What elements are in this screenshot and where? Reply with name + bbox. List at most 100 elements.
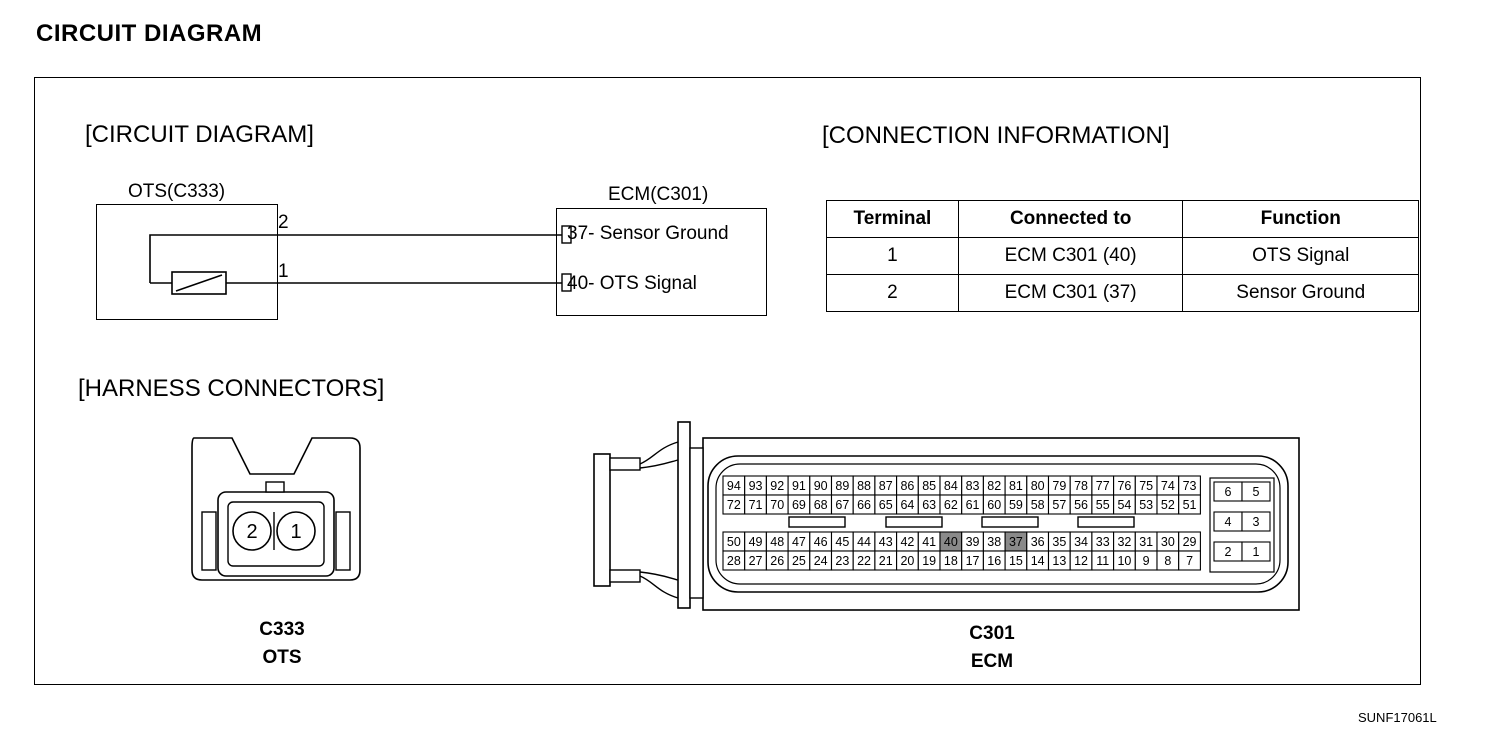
ecm-pin-40-function: - OTS Signal <box>588 273 697 294</box>
ecm-pin-49: 49 <box>749 535 763 549</box>
ecm-pin-91: 91 <box>792 479 806 493</box>
ecm-box <box>556 208 767 316</box>
ots-connector-pin-2: 2 <box>246 521 257 543</box>
ecm-pin-29: 29 <box>1183 535 1197 549</box>
ecm-pin-56: 56 <box>1074 498 1088 512</box>
ecm-side-pin-6: 6 <box>1225 485 1232 499</box>
ecm-pin-76: 76 <box>1117 479 1131 493</box>
ecm-pin-65: 65 <box>879 498 893 512</box>
ecm-pin-59: 59 <box>1009 498 1023 512</box>
table-header-row: Terminal Connected to Function <box>826 200 1419 238</box>
ecm-pin-40-line: 40- OTS Signal <box>567 273 697 295</box>
ecm-pin-58: 58 <box>1031 498 1045 512</box>
ecm-pin-55: 55 <box>1096 498 1110 512</box>
ecm-pin-11: 11 <box>1096 554 1109 568</box>
ots-pin-2-label: 2 <box>278 212 289 233</box>
ecm-connector-housing <box>593 421 1300 611</box>
connection-table: Terminal Connected to Function 1 ECM C30… <box>826 200 1419 312</box>
ecm-pin-35: 35 <box>1052 535 1066 549</box>
ecm-pin-25: 25 <box>792 554 806 568</box>
circuit-wiring <box>149 225 572 295</box>
ecm-pin-83: 83 <box>966 479 980 493</box>
ecm-pin-43: 43 <box>879 535 893 549</box>
ecm-pin-50: 50 <box>727 535 741 549</box>
ecm-pin-51: 51 <box>1183 498 1197 512</box>
ecm-pin-26: 26 <box>770 554 784 568</box>
cell-connected-to: ECM C301 (40) <box>957 237 1184 275</box>
ecm-pin-63: 63 <box>922 498 936 512</box>
ecm-pin-27: 27 <box>749 554 763 568</box>
ecm-pin-15: 15 <box>1009 554 1023 568</box>
ecm-pin-20: 20 <box>900 554 914 568</box>
page-title: CIRCUIT DIAGRAM <box>36 20 263 47</box>
ecm-side-pin-5: 5 <box>1253 485 1260 499</box>
ecm-pin-40-number: 40 <box>567 273 589 294</box>
ecm-pin-68: 68 <box>814 498 828 512</box>
ecm-pin-13: 13 <box>1052 554 1066 568</box>
ecm-pin-77: 77 <box>1096 479 1110 493</box>
ecm-side-block-outline <box>1209 477 1275 573</box>
ecm-pin-69: 69 <box>792 498 806 512</box>
ecm-side-pin-1-box <box>1241 541 1271 562</box>
ecm-pin-78: 78 <box>1074 479 1088 493</box>
diagram-frame <box>34 77 1421 685</box>
ecm-side-pin-4: 4 <box>1225 515 1232 529</box>
ecm-pin-80: 80 <box>1031 479 1045 493</box>
ecm-pin-52: 52 <box>1161 498 1175 512</box>
cell-terminal: 2 <box>826 274 959 312</box>
ecm-side-pin-2: 2 <box>1225 545 1232 559</box>
ots-connector-drawing: 2 1 <box>191 437 361 581</box>
ecm-pin-22: 22 <box>857 554 871 568</box>
ecm-pin-94: 94 <box>727 479 741 493</box>
ecm-pin-34: 34 <box>1074 535 1088 549</box>
ecm-pin-90: 90 <box>814 479 828 493</box>
ots-sensor-box <box>96 204 278 320</box>
ecm-pin-87: 87 <box>879 479 893 493</box>
ecm-connector-id: C301 <box>969 623 1015 644</box>
ecm-pin-61: 61 <box>966 498 980 512</box>
ecm-pin-85: 85 <box>922 479 936 493</box>
ecm-side-pin-3-box <box>1241 511 1271 532</box>
ecm-pin-72: 72 <box>727 498 741 512</box>
ots-connector-pin-1: 1 <box>290 521 301 543</box>
ecm-pin-37-number: 37 <box>567 223 589 244</box>
cell-terminal: 1 <box>826 237 959 275</box>
ecm-pin-36: 36 <box>1031 535 1045 549</box>
ecm-connector-caption: C301 ECM <box>942 620 1042 676</box>
ecm-pin-41: 41 <box>922 535 936 549</box>
cell-function: OTS Signal <box>1182 237 1419 275</box>
table-row: 1 ECM C301 (40) OTS Signal <box>826 237 1419 275</box>
ecm-pin-88: 88 <box>857 479 871 493</box>
ecm-pin-7-box <box>1178 550 1201 571</box>
ecm-pin-37-function: - Sensor Ground <box>588 223 729 244</box>
ecm-pin-84: 84 <box>944 479 958 493</box>
ecm-pin-24: 24 <box>814 554 828 568</box>
ecm-pin-28: 28 <box>727 554 741 568</box>
ecm-side-pin-5-box <box>1241 481 1271 502</box>
ecm-pin-10: 10 <box>1117 554 1131 568</box>
ecm-pin-64: 64 <box>900 498 914 512</box>
ecm-pin-86: 86 <box>900 479 914 493</box>
harness-connectors-heading: [HARNESS CONNECTORS] <box>78 375 385 402</box>
header-function: Function <box>1182 200 1419 238</box>
ecm-pin-71: 71 <box>749 498 763 512</box>
ecm-pin-92: 92 <box>770 479 784 493</box>
ecm-pin-70: 70 <box>770 498 784 512</box>
ots-component-label: OTS(C333) <box>128 181 226 202</box>
ecm-pin-40: 40 <box>944 535 958 549</box>
ecm-pin-45: 45 <box>835 535 849 549</box>
ots-pin-1-label: 1 <box>278 261 289 282</box>
ecm-connector-name: ECM <box>970 651 1014 672</box>
ots-connector-name: OTS <box>262 647 302 668</box>
ecm-pin-44: 44 <box>857 535 871 549</box>
ecm-pin-51-box <box>1178 494 1201 515</box>
ecm-pin-39: 39 <box>966 535 980 549</box>
ecm-pin-38: 38 <box>987 535 1001 549</box>
ecm-pin-7: 7 <box>1186 554 1193 568</box>
ecm-pin-30: 30 <box>1161 535 1175 549</box>
ecm-pin-66: 66 <box>857 498 871 512</box>
ecm-pin-46: 46 <box>814 535 828 549</box>
ecm-pin-74: 74 <box>1161 479 1175 493</box>
